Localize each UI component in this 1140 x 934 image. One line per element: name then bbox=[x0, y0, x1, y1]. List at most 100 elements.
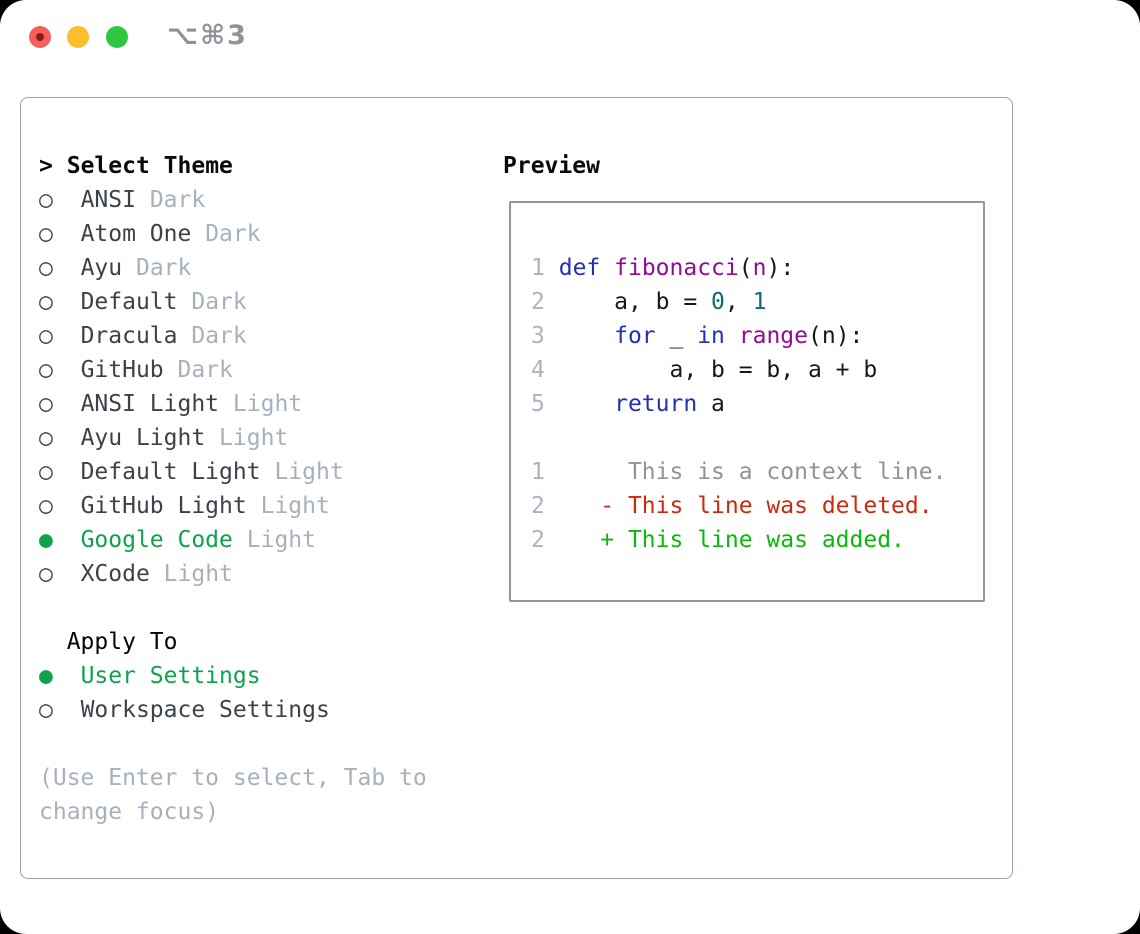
diff-text: + This line was added. bbox=[558, 527, 905, 553]
code-token: ( bbox=[738, 255, 753, 281]
theme-variant-tag: Dark bbox=[191, 323, 247, 349]
code-line: 2 a, b = 0, 1 bbox=[531, 285, 983, 319]
theme-list-column: > Select Theme ○ ANSI Dark○ Atom One Dar… bbox=[39, 149, 454, 829]
theme-option-ansi-light[interactable]: ○ ANSI Light Light bbox=[39, 387, 454, 421]
radio-unselected-icon: ○ bbox=[39, 255, 53, 281]
theme-option-default-light[interactable]: ○ Default Light Light bbox=[39, 455, 454, 489]
theme-name: Default Light bbox=[80, 459, 261, 485]
radio-unselected-icon: ○ bbox=[39, 561, 53, 587]
diff-text: - This line was deleted. bbox=[558, 493, 933, 519]
code-token bbox=[600, 255, 614, 281]
code-token: for bbox=[614, 323, 656, 349]
theme-list: ○ ANSI Dark○ Atom One Dark○ Ayu Dark○ De… bbox=[39, 183, 454, 591]
window-shortcut-label: ⌥⌘3 bbox=[167, 20, 248, 51]
code-token: in bbox=[697, 323, 725, 349]
select-theme-title: Select Theme bbox=[66, 153, 233, 179]
theme-option-ayu[interactable]: ○ Ayu Dark bbox=[39, 251, 454, 285]
code-line: 4 a, b = b, a + b bbox=[531, 353, 983, 387]
code-line: 1 def fibonacci(n): bbox=[531, 251, 983, 285]
theme-name: XCode bbox=[80, 561, 150, 587]
diff-text: This is a context line. bbox=[558, 459, 947, 485]
theme-variant-tag: Light bbox=[260, 493, 330, 519]
theme-variant-tag: Dark bbox=[149, 187, 206, 213]
theme-option-ansi[interactable]: ○ ANSI Dark bbox=[39, 183, 454, 217]
focus-cursor-icon: > bbox=[39, 153, 53, 179]
diff-line-deleted: 2 - This line was deleted. bbox=[531, 489, 983, 523]
radio-unselected-icon: ○ bbox=[39, 221, 53, 247]
code-token: 1 bbox=[752, 289, 767, 315]
apply-option-workspace-settings[interactable]: ○ Workspace Settings bbox=[39, 693, 454, 727]
theme-variant-tag: Dark bbox=[177, 357, 233, 383]
diff-line-context: 1 This is a context line. bbox=[531, 455, 983, 489]
line-number: 3 bbox=[531, 323, 545, 349]
theme-option-github[interactable]: ○ GitHub Dark bbox=[39, 353, 454, 387]
diff-line-added: 2 + This line was added. bbox=[531, 523, 983, 557]
diff-preview: 1 This is a context line.2 - This line w… bbox=[531, 455, 983, 557]
theme-variant-tag: Dark bbox=[191, 289, 247, 315]
line-number: 2 bbox=[531, 289, 545, 315]
radio-unselected-icon: ○ bbox=[39, 425, 53, 451]
line-number: 4 bbox=[531, 357, 545, 383]
radio-unselected-icon: ○ bbox=[39, 357, 53, 383]
code-token: a, b = bbox=[558, 289, 712, 315]
line-number: 2 bbox=[531, 527, 545, 553]
code-token: ): bbox=[766, 255, 795, 281]
code-token bbox=[559, 391, 614, 417]
theme-option-atom-one[interactable]: ○ Atom One Dark bbox=[39, 217, 454, 251]
unsaved-indicator-dot bbox=[36, 33, 44, 41]
code-line: 3 for _ in range(n): bbox=[531, 319, 983, 353]
theme-variant-tag: Light bbox=[274, 459, 344, 485]
apply-option-user-settings[interactable]: ● User Settings bbox=[39, 659, 454, 693]
theme-name: Ayu bbox=[80, 255, 123, 281]
radio-unselected-icon: ○ bbox=[39, 697, 53, 723]
apply-to-header: Apply To bbox=[66, 629, 178, 655]
close-button[interactable] bbox=[29, 26, 51, 48]
theme-name: ANSI Light bbox=[80, 391, 220, 417]
select-theme-header: > Select Theme bbox=[39, 149, 454, 183]
theme-name: GitHub Light bbox=[80, 493, 247, 519]
code-token: return bbox=[614, 391, 698, 417]
zoom-button[interactable] bbox=[106, 26, 128, 48]
code-token: n bbox=[752, 255, 767, 281]
radio-unselected-icon: ○ bbox=[39, 323, 53, 349]
theme-name: Atom One bbox=[80, 221, 192, 247]
theme-name: ANSI bbox=[80, 187, 136, 213]
theme-option-dracula[interactable]: ○ Dracula Dark bbox=[39, 319, 454, 353]
code-token bbox=[725, 323, 739, 349]
code-token: , bbox=[724, 289, 753, 315]
code-token: a, b = b, a + b bbox=[558, 357, 878, 383]
line-number: 2 bbox=[531, 493, 545, 519]
radio-selected-icon: ● bbox=[39, 663, 53, 689]
theme-option-google-code[interactable]: ● Google Code Light bbox=[39, 523, 454, 557]
theme-option-xcode[interactable]: ○ XCode Light bbox=[39, 557, 454, 591]
code-token: range bbox=[738, 323, 809, 349]
theme-variant-tag: Light bbox=[232, 391, 303, 417]
preview-title: Preview bbox=[503, 153, 600, 179]
code-token: def bbox=[558, 255, 601, 281]
theme-variant-tag: Light bbox=[163, 561, 233, 587]
code-token bbox=[559, 323, 614, 349]
theme-name: Dracula bbox=[80, 323, 178, 349]
theme-option-ayu-light[interactable]: ○ Ayu Light Light bbox=[39, 421, 454, 455]
code-token: _ bbox=[655, 323, 698, 349]
minimize-button[interactable] bbox=[67, 26, 89, 48]
theme-name: Default bbox=[80, 289, 178, 315]
theme-option-github-light[interactable]: ○ GitHub Light Light bbox=[39, 489, 454, 523]
code-token: (n): bbox=[808, 323, 864, 349]
theme-selector-panel: > Select Theme ○ ANSI Dark○ Atom One Dar… bbox=[20, 97, 1013, 879]
theme-variant-tag: Light bbox=[246, 527, 316, 553]
apply-option-label: User Settings bbox=[80, 663, 261, 689]
theme-variant-tag: Dark bbox=[205, 221, 261, 247]
code-token: a bbox=[697, 391, 725, 417]
theme-name: GitHub bbox=[80, 357, 164, 383]
radio-selected-icon: ● bbox=[39, 527, 53, 553]
theme-option-default[interactable]: ○ Default Dark bbox=[39, 285, 454, 319]
line-number: 1 bbox=[531, 255, 545, 281]
radio-unselected-icon: ○ bbox=[39, 459, 53, 485]
apply-option-label: Workspace Settings bbox=[80, 697, 330, 723]
radio-unselected-icon: ○ bbox=[39, 391, 53, 417]
radio-unselected-icon: ○ bbox=[39, 187, 53, 213]
